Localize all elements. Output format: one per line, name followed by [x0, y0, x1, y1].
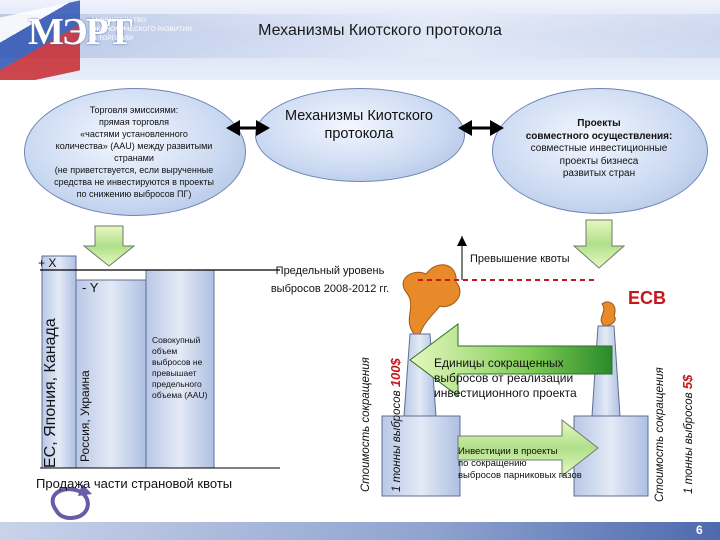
- russia-ukraine-label: Россия, Украина: [78, 370, 92, 462]
- aau-line: объем: [152, 346, 178, 356]
- cost-right-value: 5$: [680, 374, 695, 390]
- ministry-name: министерство экономического развития и т…: [92, 16, 202, 43]
- eu-japan-canada-bar: [41, 255, 77, 469]
- kyoto-mechanisms-oval: [255, 88, 465, 182]
- ministry-line: министерство: [92, 17, 147, 24]
- emissions-trading-oval: [24, 88, 246, 216]
- limit-line-text: Предельный уровень: [275, 265, 385, 277]
- right-smoke-plume: [600, 301, 616, 327]
- quota-excess-label: Превышение квоты: [470, 253, 570, 265]
- emissions-trading-text: Торговля эмиссиями: прямая торговля «час…: [30, 104, 238, 200]
- ministry-logo: МЭРТ: [28, 11, 133, 53]
- investments-label: Инвестиции в проекты по сокращению выбро…: [458, 446, 582, 482]
- cost-left-unit: 1 тонны выбросов: [391, 390, 403, 492]
- oval-line: по снижению выбросов ПГ): [76, 189, 192, 199]
- cost-right-label: Стоимость сокращения: [654, 367, 666, 502]
- aau-line: предельного: [152, 379, 202, 389]
- oval-line: «частями установленного: [80, 129, 188, 139]
- oval-line: совместного осуществления:: [525, 130, 673, 142]
- aau-line: Совокупный: [152, 335, 201, 345]
- investment-line: Инвестиции в проекты: [458, 446, 558, 457]
- left-down-arrow: [82, 225, 136, 267]
- russia-ukraine-bar: [75, 279, 147, 469]
- aau-line: выбросов не: [152, 357, 203, 367]
- investment-arrow: [457, 418, 599, 478]
- oval-line: (не приветствуется, если вырученные: [54, 165, 214, 175]
- reduction-line: инвестиционного проекта: [434, 386, 577, 400]
- investment-line: выбросов парниковых газов: [458, 470, 582, 481]
- plus-x-label: + X: [38, 256, 57, 270]
- aau-line: объема (AAU): [152, 390, 208, 400]
- ministry-line: экономического развития: [92, 26, 192, 33]
- oval-line: развитых стран: [562, 168, 636, 179]
- cost-right-unit-label: 1 тонны выбросов 5$: [680, 375, 695, 494]
- oval-line: странами: [114, 153, 154, 163]
- right-down-arrow: [572, 219, 626, 269]
- oval-left-arrow: [226, 120, 270, 136]
- page-title: Механизмы Киотского протокола: [258, 22, 502, 39]
- oval-line: совместные инвестиционные: [530, 143, 668, 154]
- quota-arrowhead-up: [457, 236, 467, 246]
- oval-right-arrow: [458, 120, 504, 136]
- aau-box-text: Совокупный объем выбросов не превышает п…: [152, 335, 212, 401]
- oval-line: Проекты: [577, 118, 621, 129]
- kyoto-mechanisms-text: Механизмы Киотского протокола: [285, 108, 433, 142]
- oval-line: средства не инвестируются в проекты: [54, 177, 214, 187]
- quota-sale-label: Продажа части страновой квоты: [36, 476, 233, 491]
- emission-units-arrow: [409, 323, 613, 397]
- cost-left-label: Стоимость сокращения: [360, 357, 372, 492]
- footer-bar: [0, 522, 720, 540]
- page-number: 6: [696, 523, 703, 537]
- ecb-label: ECB: [628, 288, 667, 308]
- ministry-line: и торговли: [92, 35, 133, 42]
- cost-left-value: 100$: [388, 358, 403, 388]
- header-banner: [0, 0, 720, 80]
- oval-line: Торговля эмиссиями:: [89, 105, 179, 115]
- aau-line: превышает: [152, 368, 197, 378]
- reduction-line: Единицы сокращенных: [434, 356, 564, 370]
- cost-left-unit-label: 1 тонны выбросов 100$: [388, 358, 403, 492]
- joint-implementation-oval: [492, 88, 708, 214]
- reduction-line: выбросов от реализации: [434, 371, 574, 385]
- joint-implementation-text: Проекты совместного осуществления: совме…: [500, 118, 698, 181]
- cost-right-unit: 1 тонны выбросов: [683, 392, 695, 494]
- reduction-units-label: Единицы сокращенных выбросов от реализац…: [434, 356, 577, 401]
- oval-line: количества» (AAU) между развитыми: [55, 141, 213, 151]
- investment-line: по сокращению: [458, 458, 527, 469]
- left-smoke-plume: [402, 264, 461, 335]
- limit-level-label: Предельный уровень выбросов 2008-2012 гг…: [250, 262, 410, 298]
- header-band: [0, 14, 720, 58]
- eu-japan-canada-label: ЕС, Япония, Канада: [42, 318, 59, 468]
- oval-line: проекты бизнеса: [559, 155, 639, 167]
- circular-arrow-icon: [50, 484, 92, 520]
- oval-line: прямая торговля: [98, 117, 170, 127]
- minus-y-label: - Y: [82, 280, 99, 295]
- limit-line-text: выбросов 2008-2012 гг.: [270, 283, 390, 295]
